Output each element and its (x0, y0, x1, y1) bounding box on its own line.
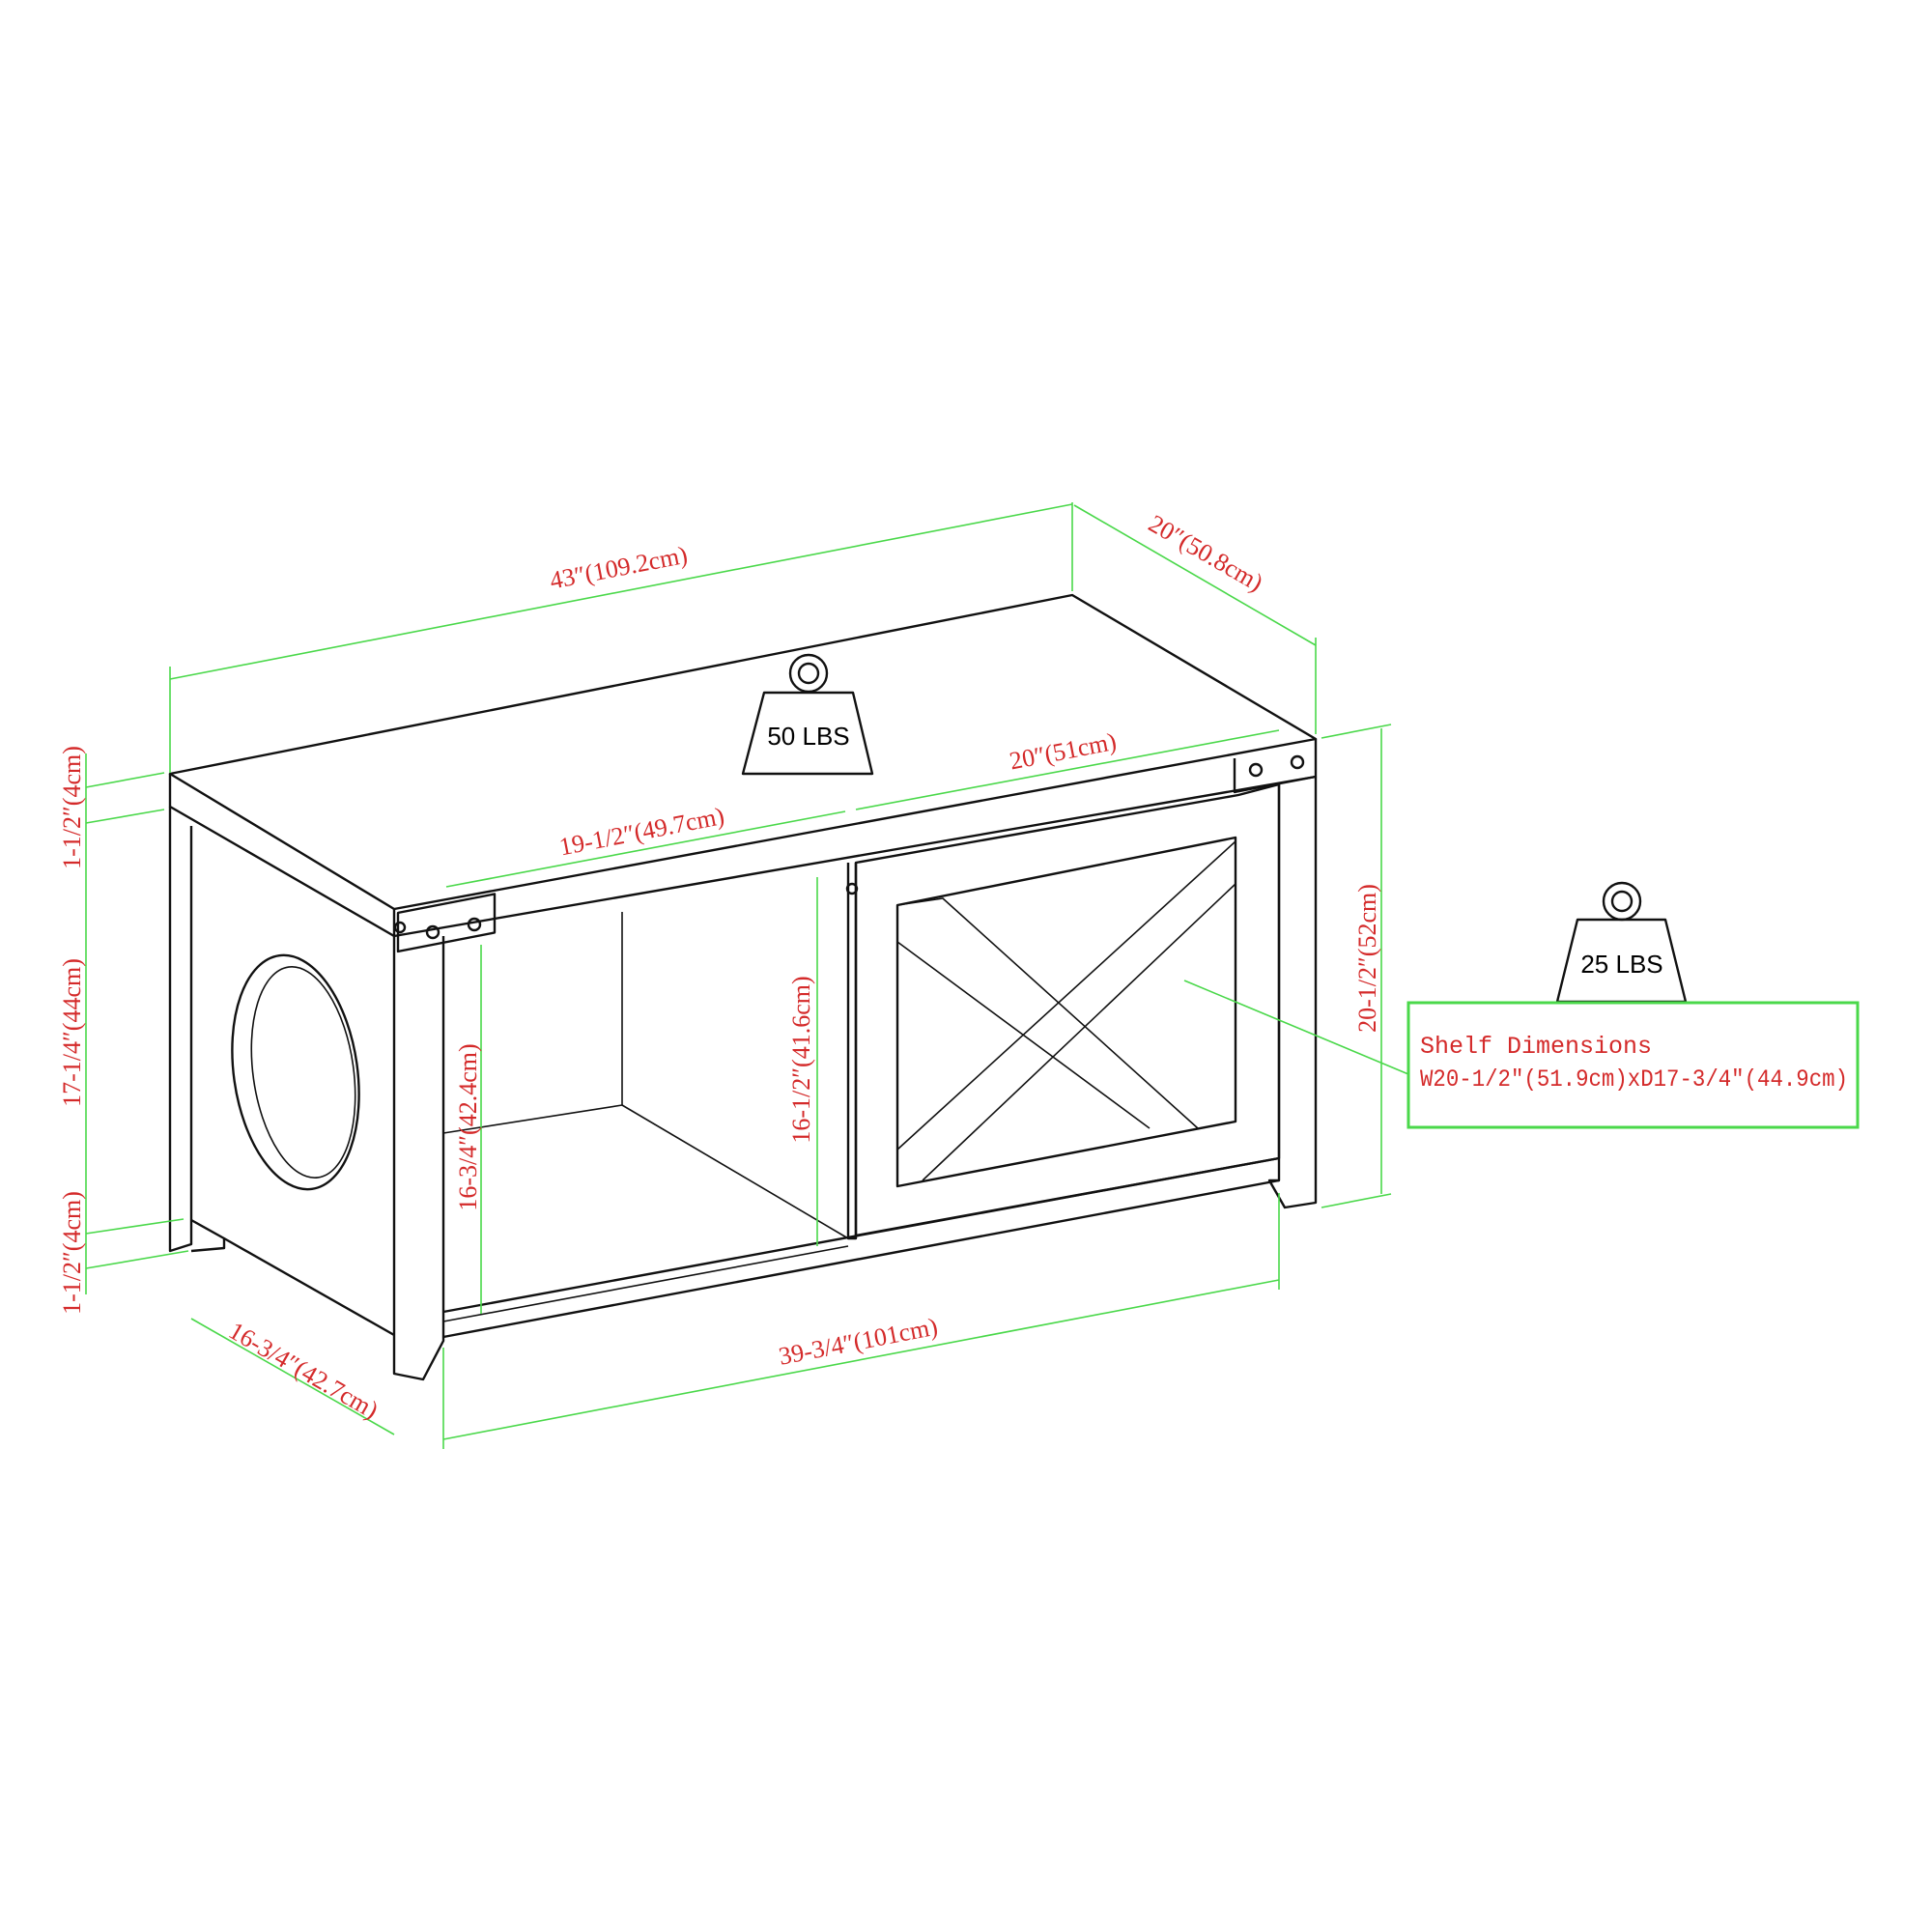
inner-width-label: 39-3/4″(101cm) (777, 1313, 940, 1371)
front-right-leg (1267, 777, 1318, 1209)
door-width-label: 20″(51cm) (1008, 727, 1119, 776)
left-back-leg (168, 807, 193, 1253)
overall-width-label: 43″(109.2cm) (548, 541, 690, 595)
top-capacity-label: 50 LBS (767, 722, 849, 751)
top-thickness-label: 1-1/2″(4cm) (58, 746, 86, 869)
screw-icon (425, 924, 440, 940)
opening-height-mid-label: 16-1/2″(41.6cm) (787, 976, 815, 1143)
side-depth-label: 16-3/4″(42.7cm) (224, 1317, 384, 1425)
top-surface (168, 593, 1318, 911)
bottom-rail-bottom (442, 1179, 1280, 1339)
top-edge-front (392, 739, 1318, 938)
bracket-right (1233, 758, 1317, 794)
shelf-box-title: Shelf Dimensions (1420, 1033, 1652, 1061)
screw-icon (1248, 762, 1264, 778)
overall-depth-label: 20″(50.8cm) (1144, 509, 1267, 597)
screw-icon (1290, 754, 1305, 770)
screw-icon (393, 921, 407, 934)
dimension-lines (85, 502, 1409, 1449)
cabinet-drawing (168, 593, 1318, 1381)
shelf-dimensions-box: Shelf Dimensions W20-1/2″(51.9cm)xD17-3/… (1406, 1001, 1860, 1129)
cat-entry-hole-inner (250, 966, 356, 1179)
screw-icon (467, 917, 482, 932)
top-edge-left (168, 774, 395, 938)
weight-25-icon: 25 LBS (1555, 881, 1688, 1004)
side-panel-bottom (223, 1236, 395, 1337)
leg-clearance-label: 1-1/2″(4cm) (58, 1191, 86, 1315)
door-panel (895, 836, 1237, 1188)
cat-entry-hole (231, 953, 360, 1191)
shelf-box-value: W20-1/2″(51.9cm)xD17-3/4″(44.9cm) (1420, 1065, 1848, 1094)
overall-height-label: 20-1/2″(52cm) (1353, 884, 1381, 1033)
side-panel-height-label: 17-1/4″(44cm) (58, 958, 86, 1107)
shelf-capacity-label: 25 LBS (1580, 950, 1662, 979)
opening-height-left-label: 16-3/4″(42.4cm) (454, 1043, 482, 1210)
front-left-leg (392, 936, 445, 1381)
weight-50-icon: 50 LBS (741, 653, 874, 776)
left-side-bottom (190, 1218, 226, 1253)
cubby-shelf (442, 1104, 623, 1134)
barn-door[interactable] (854, 782, 1281, 1237)
